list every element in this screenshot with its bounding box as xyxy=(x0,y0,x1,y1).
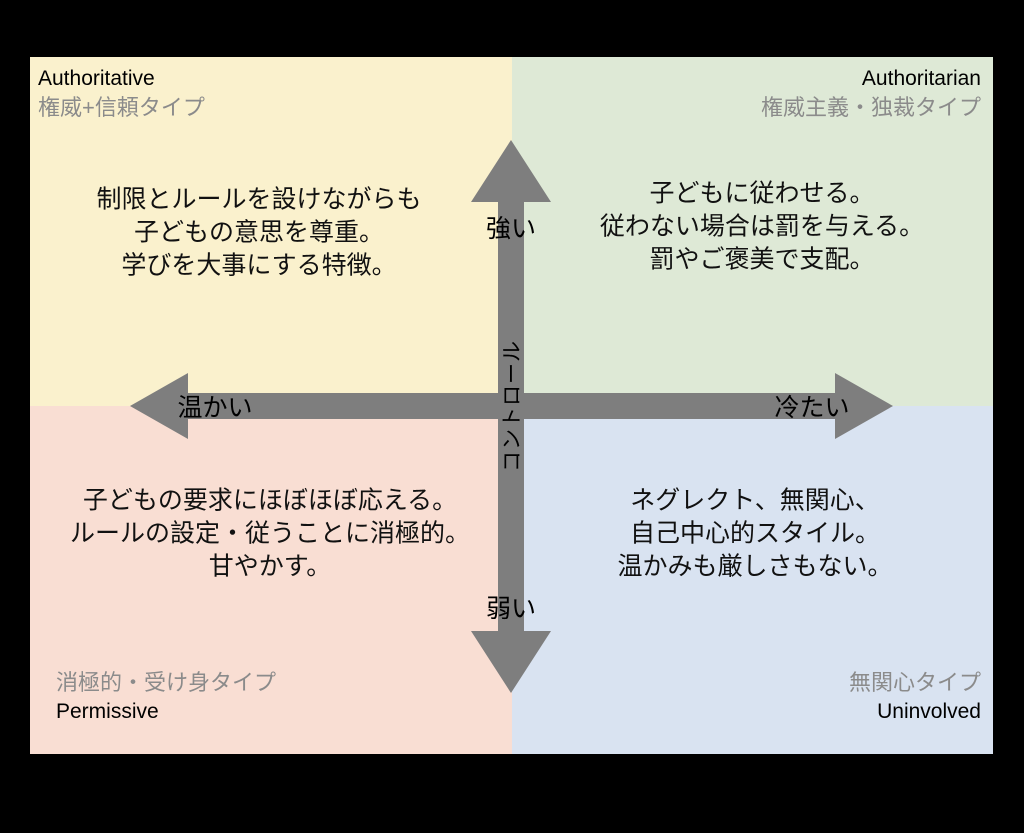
quadrant-uninvolved xyxy=(511,405,993,754)
quadrant-title-en-authoritative: Authoritative xyxy=(38,67,155,90)
horizontal-axis-arrow xyxy=(130,373,893,439)
quadrant-title-ja-authoritative: 権威+信頼タイプ xyxy=(38,95,205,121)
quadrant-title-en-permissive: Permissive xyxy=(56,699,159,723)
quadrant-panel: Authoritative 権威+信頼タイプ Authoritarian 権威主… xyxy=(30,57,993,754)
vertical-axis-title: コントロール xyxy=(500,340,524,472)
quadrant-title-ja-permissive: 消極的・受け身タイプ xyxy=(56,669,277,695)
quadrant-authoritative xyxy=(30,57,512,406)
description-authoritative: 制限とルールを設けながらも 子どもの意思を尊重。 学びを大事にする特徴。 xyxy=(96,186,422,280)
axis-label-warm: 温かい xyxy=(177,395,253,422)
quadrant-grid xyxy=(30,57,993,754)
quadrant-title-ja-uninvolved: 無関心タイプ xyxy=(848,669,981,695)
axes-cross xyxy=(130,140,893,693)
description-uninvolved: ネグレクト、無関心、 自己中心的スタイル。 温かみも厳しさもない。 xyxy=(617,487,893,581)
quadrant-title-ja-authoritarian: 権威主義・独裁タイプ xyxy=(760,95,981,121)
quadrant-title-en-authoritarian: Authoritarian xyxy=(861,67,981,90)
quadrant-title-en-uninvolved: Uninvolved xyxy=(877,699,981,723)
axis-label-cold: 冷たい xyxy=(774,395,850,422)
corner-bottom-right: 無関心タイプ Uninvolved xyxy=(849,668,981,726)
axis-label-strong: 強い xyxy=(485,216,537,243)
quadrant-authoritarian xyxy=(511,57,993,406)
axis-label-weak: 弱い xyxy=(485,596,537,623)
corner-top-left: Authoritative 権威+信頼タイプ xyxy=(38,65,205,123)
description-authoritarian: 子どもに従わせる。 従わない場合は罰を与える。 罰やご褒美で支配。 xyxy=(599,180,925,274)
description-permissive: 子どもの要求にほぼほぼ応える。 ルールの設定・従うことに消極的。 甘やかす。 xyxy=(69,487,470,581)
quadrant-permissive xyxy=(30,405,512,754)
corner-bottom-left: 消極的・受け身タイプ Permissive xyxy=(56,668,276,726)
corner-top-right: Authoritarian 権威主義・独裁タイプ xyxy=(761,65,981,123)
